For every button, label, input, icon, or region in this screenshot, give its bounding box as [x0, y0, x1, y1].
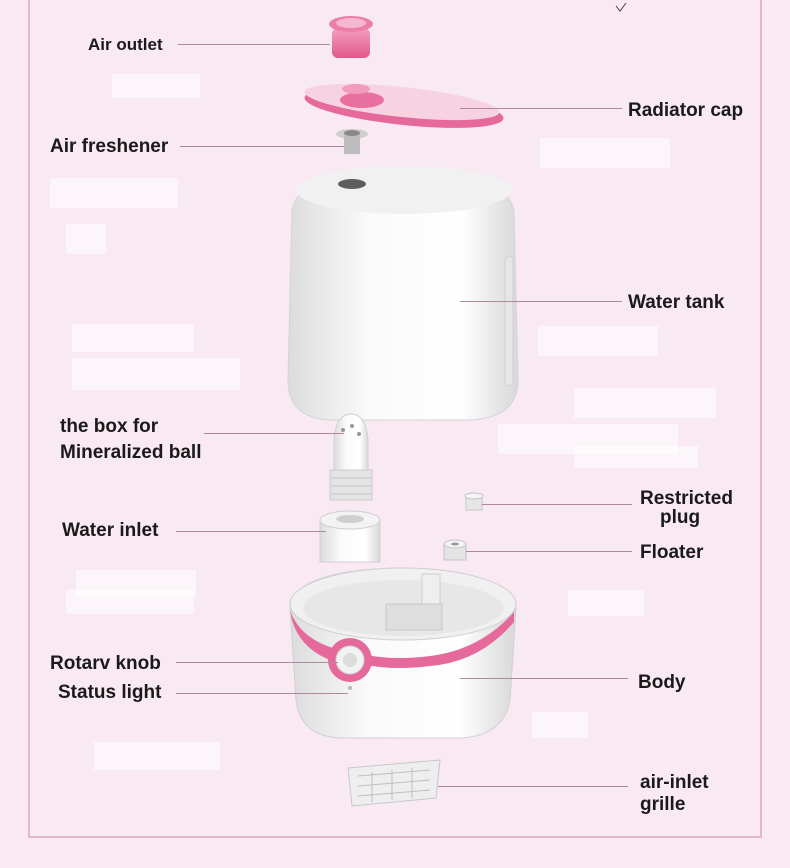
water-inlet-part — [320, 511, 380, 562]
leader-line-body — [460, 678, 628, 679]
leader-line-air-inlet-grille — [438, 786, 628, 787]
check-mark-icon — [616, 3, 626, 11]
leader-line-mineral-box — [204, 433, 344, 434]
label-status-light: Status light — [58, 682, 161, 704]
leader-line-air-outlet — [178, 44, 330, 45]
label-water-inlet: Water inlet — [62, 520, 158, 542]
label-radiator-cap: Radiator cap — [628, 100, 743, 122]
leader-line-air-freshener — [180, 146, 344, 147]
label-mineral-box-line1: the box for — [60, 416, 158, 438]
label-body: Body — [638, 672, 686, 694]
leader-line-rotary-knob — [176, 662, 338, 663]
air-freshener-part — [336, 129, 368, 154]
leader-line-restricted-plug — [482, 504, 632, 505]
label-floater: Floater — [640, 542, 703, 564]
label-water-tank: Water tank — [628, 292, 724, 314]
label-air-outlet: Air outlet — [88, 34, 163, 56]
label-restricted-plug-line2: plug — [660, 507, 700, 529]
leader-line-status-light — [176, 693, 348, 694]
leader-line-radiator-cap — [460, 108, 622, 109]
leader-line-water-tank — [460, 301, 622, 302]
label-mineral-box-line2: Mineralized ball — [60, 442, 201, 464]
water-tank-part — [288, 166, 518, 420]
leader-line-floater — [466, 551, 632, 552]
air-outlet-part — [329, 16, 373, 58]
label-air-inlet-grille-line2: grille — [640, 794, 685, 816]
air-inlet-grille-part — [348, 760, 440, 806]
body-part — [290, 568, 516, 738]
label-air-freshener: Air freshener — [50, 136, 168, 158]
floater-part — [444, 540, 466, 560]
leader-line-water-inlet — [176, 531, 326, 532]
radiator-cap-part — [303, 77, 505, 136]
label-air-inlet-grille-line1: air-inlet — [640, 772, 709, 794]
label-rotary-knob: Rotarv knob — [50, 653, 161, 675]
restricted-plug-part — [465, 493, 483, 510]
mineral-ball-box-part — [330, 414, 372, 500]
